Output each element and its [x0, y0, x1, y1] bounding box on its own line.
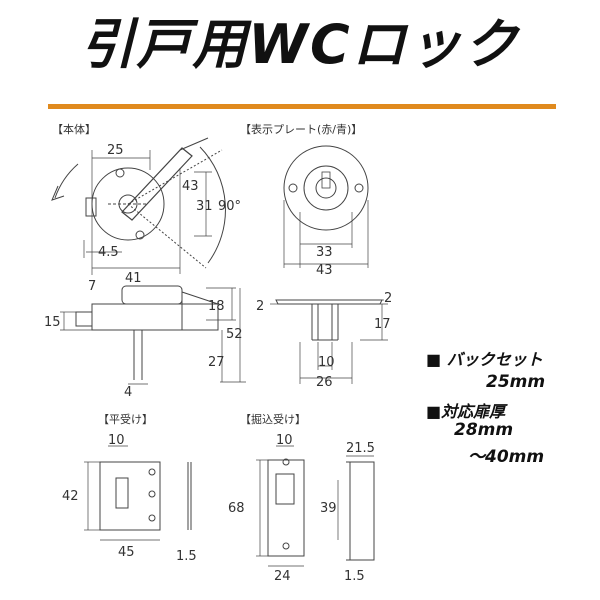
dim-label: 31	[196, 199, 213, 214]
dim-label: 90°	[218, 199, 241, 214]
dim-label: 41	[125, 271, 142, 286]
dim-label: 21.5	[346, 441, 375, 456]
dim-label: 2	[384, 291, 392, 306]
dim-label: 4	[124, 385, 132, 400]
page-title: 引戸用WCロック	[80, 13, 520, 76]
recessed-strike-drawing	[256, 445, 375, 567]
dim-label: 27	[208, 355, 225, 370]
dim-label: 42	[62, 489, 79, 504]
section-title-recessed: 【掘込受け】	[240, 412, 306, 426]
spec-door-thickness-value: 28mm	[454, 420, 514, 440]
dim-label: 10	[318, 355, 335, 370]
spec-door-thickness-range: ～40mm	[468, 447, 545, 467]
spec-door-thickness-label: ■対応扉厚	[426, 402, 506, 421]
section-title-flat: 【平受け】	[98, 413, 153, 426]
dim-label: 10	[276, 433, 293, 448]
title-underline	[48, 104, 556, 109]
dim-label: 24	[274, 569, 291, 584]
body-top-view	[51, 137, 226, 275]
dim-label: 43	[182, 179, 199, 194]
dim-label: 15	[44, 315, 61, 330]
dim-label: 7	[88, 279, 96, 294]
dim-label: 33	[316, 245, 333, 260]
dim-label: 26	[316, 375, 333, 390]
dim-label: 39	[320, 501, 337, 516]
spec-backset-value: 25mm	[486, 372, 546, 392]
dim-label: 4.5	[98, 245, 119, 260]
dim-label: 43	[316, 263, 333, 278]
body-side-view	[60, 285, 246, 385]
dim-label: 25	[107, 143, 124, 158]
dim-label: 18	[208, 299, 225, 314]
dim-label: 2	[256, 299, 264, 314]
dim-label: 1.5	[176, 549, 197, 564]
plate-side-view	[270, 299, 388, 384]
dim-label: 1.5	[344, 569, 365, 584]
dim-label: 68	[228, 501, 245, 516]
dim-label: 45	[118, 545, 135, 560]
section-title-plate: 【表示プレート(赤/青)】	[240, 122, 362, 136]
dim-label: 10	[108, 433, 125, 448]
flat-strike-drawing	[84, 445, 192, 541]
dim-label: 17	[374, 317, 391, 332]
spec-backset-label: ■ バックセット	[426, 350, 543, 369]
plate-front-view	[283, 145, 369, 268]
section-title-body: 【本体】	[52, 122, 96, 136]
dim-label: 52	[226, 327, 243, 342]
